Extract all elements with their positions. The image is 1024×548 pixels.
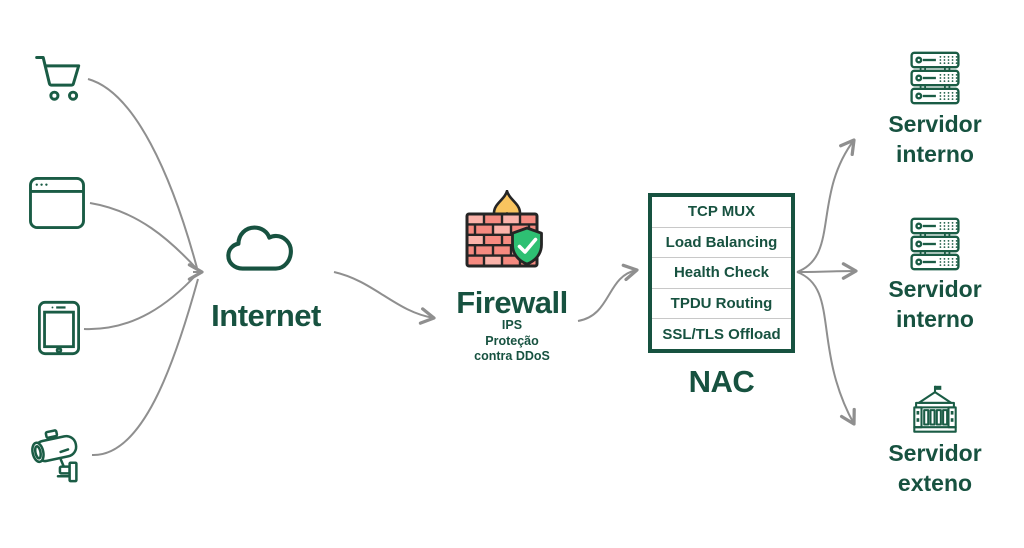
arrow-nac-to-server-3: [796, 271, 856, 426]
nac-row-load-balancing: Load Balancing: [652, 228, 791, 259]
firewall-label: Firewall: [456, 285, 568, 320]
server-2-label: Servidor interno: [888, 276, 982, 332]
cctv-camera-icon: [26, 424, 90, 484]
government-building-icon: [908, 383, 962, 439]
firewall-subtitle-line: IPS: [501, 318, 523, 332]
nac-row-ssl-tls-offload: SSL/TLS Offload: [662, 325, 781, 343]
nac-label: NAC: [688, 364, 755, 399]
server-rack-icon: [908, 216, 962, 272]
firewall-subtitle: IPS Proteção contra DDoS: [432, 318, 592, 365]
arrow-nac-to-server-2: [796, 262, 858, 280]
nac-row-tcp-mux: TCP MUX: [652, 197, 791, 228]
nac-row-tpdu-routing: TPDU Routing: [652, 289, 791, 320]
tablet-icon: [36, 300, 82, 356]
arrow-cart-to-internet: [87, 78, 198, 269]
cloud-icon: [222, 222, 308, 280]
server-1-label: Servidor interno: [888, 111, 982, 167]
firewall-subtitle-line: contra DDoS: [474, 349, 550, 363]
server-rack-icon: [908, 50, 962, 106]
firewall-subtitle-line: Proteção: [485, 333, 539, 348]
shopping-cart-icon: [32, 50, 88, 106]
internet-label: Internet: [211, 298, 321, 333]
server-3-label: Servidor exteno: [888, 440, 982, 496]
nac-box: TCP MUX Load Balancing Health Check TPDU…: [648, 193, 795, 353]
arrow-browser-to-internet: [89, 202, 198, 270]
nac-row-health-check: Health Check: [652, 258, 791, 289]
firewall-icon: [462, 190, 552, 270]
shield-check-icon: [511, 226, 543, 266]
arrow-nac-to-server-1: [796, 138, 856, 273]
browser-window-icon: [28, 176, 86, 230]
